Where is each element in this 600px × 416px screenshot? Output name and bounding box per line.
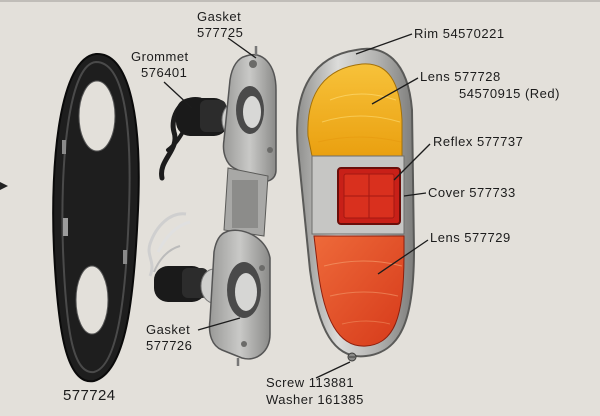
label-plate-part: 577724 bbox=[63, 387, 116, 404]
lamp-lens-assembly bbox=[296, 47, 416, 362]
label-lens-red: Lens 577729 bbox=[430, 230, 511, 245]
label-screw: Screw 113881 bbox=[266, 375, 355, 390]
lower-lamp-hole bbox=[75, 265, 109, 335]
leader-reflex bbox=[393, 143, 431, 181]
mounting-plate bbox=[208, 46, 277, 366]
leader-rim bbox=[355, 33, 413, 55]
label-gasket-top-name: Gasket bbox=[197, 9, 242, 24]
label-washer: Washer 161385 bbox=[266, 392, 364, 407]
label-grommet-name: Grommet bbox=[131, 49, 189, 64]
label-lens-amber: Lens 577728 bbox=[420, 69, 501, 84]
rubber-base-plate bbox=[52, 52, 140, 383]
leader-lines bbox=[163, 33, 431, 379]
label-rim: Rim 54570221 bbox=[414, 26, 505, 41]
label-gasket-top-part: 577725 bbox=[197, 25, 244, 40]
upper-lamp-hole bbox=[78, 80, 116, 152]
leader-cover bbox=[403, 192, 427, 197]
label-reflex: Reflex 577737 bbox=[433, 134, 524, 149]
leader-lens-red bbox=[377, 239, 429, 275]
leader-gasket-top bbox=[227, 37, 257, 59]
label-lens-amber-alt: 54570915 (Red) bbox=[459, 86, 560, 101]
plate-slot bbox=[63, 218, 68, 236]
leader-gasket-bottom bbox=[197, 317, 241, 331]
leader-lens-amber bbox=[371, 77, 419, 105]
leader-grommet bbox=[163, 81, 193, 109]
label-gasket-bottom-part: 577726 bbox=[146, 338, 193, 353]
label-gasket-bottom-name: Gasket bbox=[146, 322, 191, 337]
left-edge-arrow bbox=[0, 182, 8, 190]
label-grommet-part: 576401 bbox=[141, 65, 188, 80]
leader-screw bbox=[315, 361, 351, 379]
label-cover: Cover 577733 bbox=[428, 185, 516, 200]
